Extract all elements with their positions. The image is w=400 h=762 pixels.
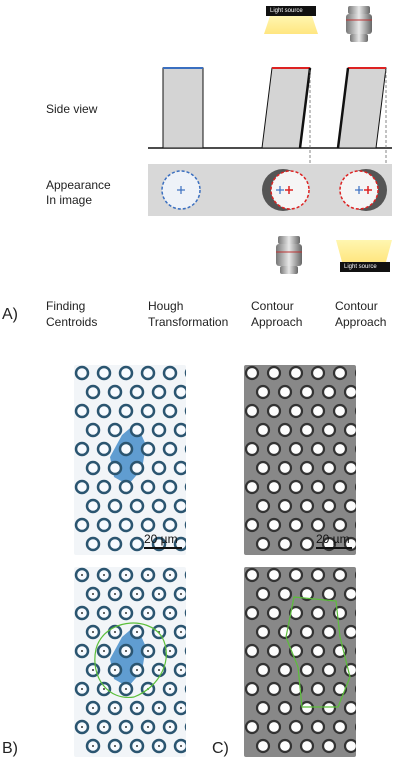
top-light-source — [264, 6, 318, 34]
panel-b-annotated-svg — [74, 567, 186, 754]
col4-line1: Contour — [335, 299, 378, 313]
scale-bar-b — [144, 547, 182, 549]
bottom-objective-icon — [276, 236, 302, 274]
top-objective-icon — [346, 6, 372, 42]
panel-b-raw-svg — [74, 365, 186, 552]
schematic-diagram — [148, 6, 392, 274]
col1-line1: Finding — [46, 299, 86, 313]
scale-label-c: 20 µm — [316, 532, 350, 546]
appearance-label-2: In image — [46, 193, 93, 207]
panel-c-label: C) — [212, 740, 229, 757]
bottom-light-source — [336, 240, 392, 272]
appearance-label-1: Appearance — [46, 178, 111, 192]
side-view-pillars — [148, 67, 392, 200]
col1-line2: Centroids — [46, 315, 98, 329]
panel-b-label: B) — [2, 740, 18, 757]
panel-c-raw-svg — [244, 365, 356, 552]
light-source-bottom-label: Light source — [344, 264, 377, 270]
col3-line1: Contour — [251, 299, 294, 313]
panel-b-raw-image — [74, 365, 186, 555]
panel-b-annotated-image — [74, 567, 186, 757]
col2-line2: Transformation — [148, 315, 229, 329]
scale-bar-c — [316, 547, 352, 549]
light-source-top-label: Light source — [270, 8, 303, 14]
appearance-band — [148, 164, 392, 216]
panel-c-annotated-image — [244, 567, 356, 757]
side-view-label: Side view — [46, 102, 98, 116]
col4-line2: Approach — [335, 315, 387, 329]
panel-c-raw-image — [244, 365, 356, 555]
panel-c-annotated-svg — [244, 567, 356, 754]
scale-label-b: 20 µm — [144, 532, 178, 546]
panel-a-label: A) — [2, 306, 18, 323]
col2-line1: Hough — [148, 299, 184, 313]
col3-line2: Approach — [251, 315, 303, 329]
